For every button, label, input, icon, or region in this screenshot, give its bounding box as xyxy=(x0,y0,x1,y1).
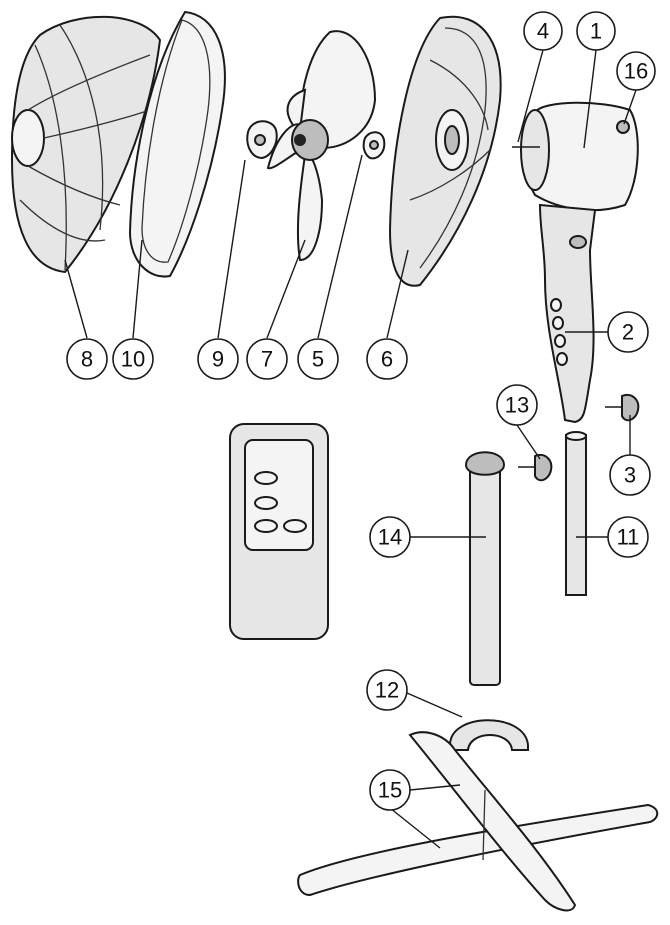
front-grille xyxy=(10,15,162,274)
callout-6: 6 xyxy=(366,338,408,380)
callout-label: 15 xyxy=(378,778,402,803)
callout-label: 14 xyxy=(378,525,402,550)
callout-4: 4 xyxy=(523,11,563,51)
callout-label: 2 xyxy=(622,320,634,345)
fan-blade xyxy=(266,30,377,262)
grille-ring xyxy=(128,10,226,278)
callout-15: 15 xyxy=(369,769,411,811)
remote-control xyxy=(229,423,329,640)
callout-label: 4 xyxy=(537,19,549,44)
callout-label: 7 xyxy=(261,347,273,372)
callout-5: 5 xyxy=(297,338,339,380)
top-screw xyxy=(616,120,630,134)
main-pole xyxy=(464,451,506,686)
callout-label: 9 xyxy=(212,347,224,372)
callout-label: 3 xyxy=(624,463,636,488)
callout-12: 12 xyxy=(366,669,408,711)
callout-label: 12 xyxy=(375,678,399,703)
callout-label: 10 xyxy=(121,347,145,372)
callout-14: 14 xyxy=(369,516,411,558)
callout-8: 8 xyxy=(66,338,108,380)
callout-2: 2 xyxy=(607,311,649,353)
control-body xyxy=(538,203,597,424)
base-cap xyxy=(449,719,529,751)
callout-16: 16 xyxy=(616,51,656,91)
knob-screw-right xyxy=(605,394,640,422)
callout-label: 11 xyxy=(617,525,640,550)
callout-3: 3 xyxy=(609,454,651,496)
callout-11: 11 xyxy=(607,516,649,558)
callout-label: 5 xyxy=(312,347,324,372)
callout-7: 7 xyxy=(246,338,288,380)
leader-lines xyxy=(64,49,637,849)
callout-label: 8 xyxy=(81,347,93,372)
callout-label: 6 xyxy=(381,347,393,372)
knob-screw-left xyxy=(518,454,553,482)
upper-pole xyxy=(565,431,587,596)
nut xyxy=(362,131,386,160)
callout-label: 16 xyxy=(624,59,648,84)
callout-1: 1 xyxy=(576,11,616,51)
callout-9: 9 xyxy=(197,338,239,380)
rear-grille xyxy=(388,15,502,287)
callout-label: 13 xyxy=(505,393,529,418)
callout-13: 13 xyxy=(496,384,538,426)
cross-base xyxy=(297,731,659,912)
callout-10: 10 xyxy=(112,338,154,380)
motor-housing xyxy=(512,101,639,212)
callout-label: 1 xyxy=(590,19,602,44)
